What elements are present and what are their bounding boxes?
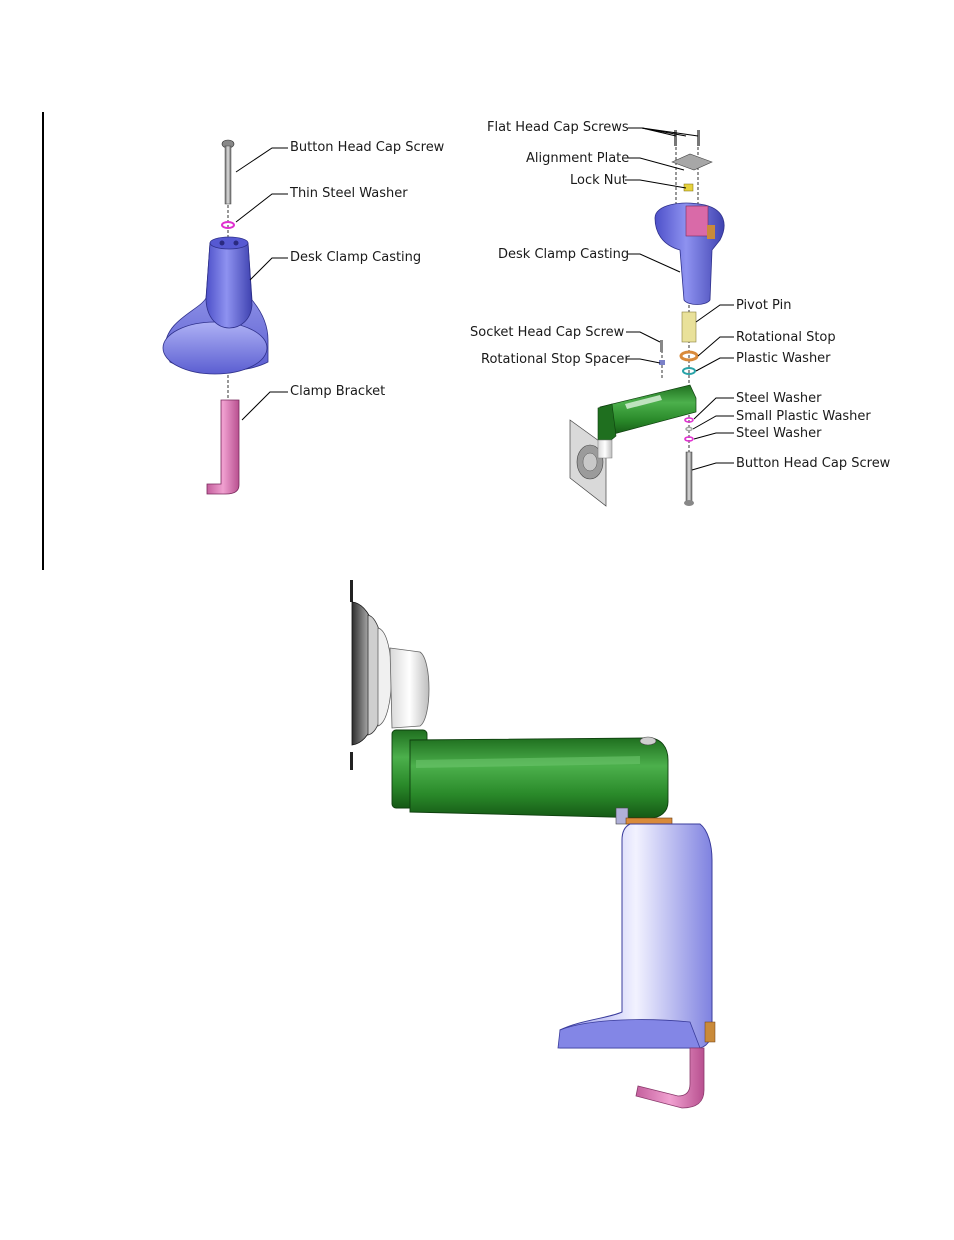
label-left-thin-steel-washer: Thin Steel Washer xyxy=(289,186,408,201)
label-pivot-pin: Pivot Pin xyxy=(736,298,791,313)
label-socket-head-cap-screw: Socket Head Cap Screw xyxy=(470,325,625,340)
small-plastic-washer xyxy=(685,426,693,432)
left-clamp-bracket xyxy=(206,399,240,495)
left-thin-steel-washer xyxy=(221,221,235,229)
label-lock-nut: Lock Nut xyxy=(570,173,627,188)
assembled-green-arm xyxy=(391,729,669,819)
label-rotational-stop-spacer: Rotational Stop Spacer xyxy=(481,352,630,367)
right-desk-clamp-casting xyxy=(654,202,725,305)
socket-head-cap-screw xyxy=(660,340,663,352)
label-rotational-stop: Rotational Stop xyxy=(736,330,836,345)
label-steel-washer-1: Steel Washer xyxy=(736,391,822,406)
left-exploded-view: Button Head Cap Screw Thin Steel Washer … xyxy=(162,139,445,495)
label-steel-washer-2: Steel Washer xyxy=(736,426,822,441)
label-left-button-head-cap-screw: Button Head Cap Screw xyxy=(290,140,445,155)
monitor-mount-dish xyxy=(350,580,430,770)
alignment-plate xyxy=(671,153,713,171)
margin-rule xyxy=(42,112,44,570)
left-desk-clamp-casting xyxy=(162,236,269,375)
right-arm-assembly xyxy=(569,384,697,507)
plastic-washer xyxy=(682,367,696,375)
label-alignment-plate: Alignment Plate xyxy=(526,151,629,166)
steel-washer-2 xyxy=(684,436,694,442)
pivot-pin xyxy=(681,311,697,343)
left-button-head-cap-screw xyxy=(221,139,235,205)
assembled-rotational-stop xyxy=(625,817,673,825)
label-right-button-head-cap-screw: Button Head Cap Screw xyxy=(736,456,891,471)
right-button-head-cap-screw xyxy=(684,451,694,506)
steel-washer-1 xyxy=(684,417,694,423)
assembled-desk-clamp-casting xyxy=(557,823,716,1049)
rotational-stop-spacer xyxy=(659,360,665,365)
rotational-stop xyxy=(679,350,699,362)
right-exploded-view: Flat Head Cap Screws Alignment Plate Loc… xyxy=(470,120,891,507)
label-plastic-washer: Plastic Washer xyxy=(736,351,831,366)
label-flat-head-cap-screws: Flat Head Cap Screws xyxy=(487,120,629,135)
assembled-side-view xyxy=(350,580,716,1109)
assembled-clamp-bracket xyxy=(635,1047,705,1109)
flat-head-cap-screws xyxy=(674,130,700,146)
label-small-plastic-washer: Small Plastic Washer xyxy=(736,409,871,424)
label-left-desk-clamp-casting: Desk Clamp Casting xyxy=(290,250,421,265)
assembled-pivot-spacer xyxy=(615,807,629,825)
label-left-clamp-bracket: Clamp Bracket xyxy=(290,384,385,399)
label-right-desk-clamp-casting: Desk Clamp Casting xyxy=(498,247,629,262)
